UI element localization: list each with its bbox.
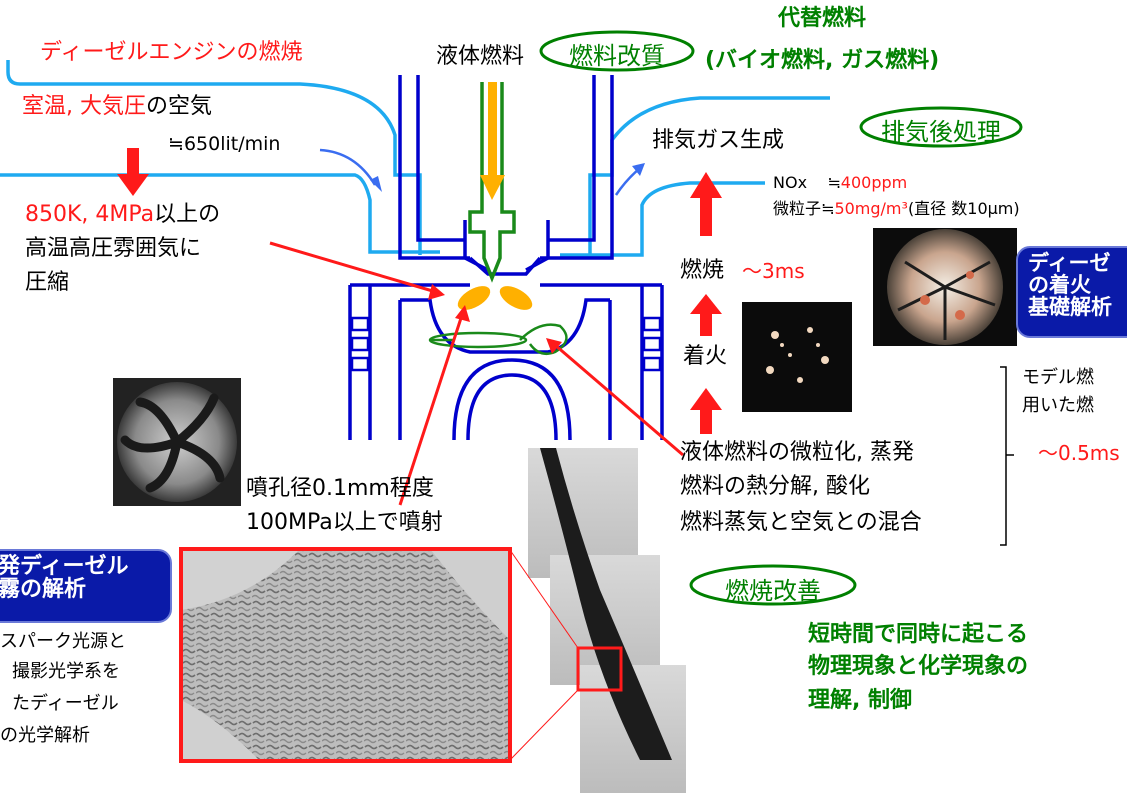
piston-rings: [350, 316, 662, 372]
engine-outline: [348, 75, 664, 441]
left-desc-line1: スパーク光源と: [0, 631, 126, 652]
spray-jet-photo: [509, 448, 686, 793]
compress-arrow: [269, 241, 437, 294]
badge-left-line1: 発ディーゼル: [0, 554, 129, 579]
exhaust-treatment-oval: [859, 106, 1023, 148]
air-intake-line-top: [6, 60, 422, 255]
nozzle-arrow: [398, 314, 464, 506]
exhaust-gas-label: 排気ガス生成: [652, 128, 785, 153]
nox-label: NOx: [773, 173, 808, 192]
spray-left: [457, 286, 491, 310]
spray-right: [499, 286, 533, 310]
air-line-red: 室温, 大気圧: [22, 94, 146, 119]
liquid-fuel-label: 液体燃料: [436, 44, 525, 69]
fuel-injector: [468, 82, 516, 283]
process-line3: 燃料蒸気と空気との混合: [680, 510, 922, 535]
nox-approx: ≒: [827, 173, 841, 192]
model-line2: 用いた燃: [1022, 395, 1094, 416]
compress-line2: 高温高圧雰囲気に: [25, 236, 202, 261]
nozzle-line1: 噴孔径0.1mm程度: [246, 476, 434, 501]
intake-air-arrow: [319, 148, 377, 186]
diesel-combustion-title: ディーゼルエンジンの燃焼: [40, 40, 303, 65]
process-arrow: [554, 343, 684, 457]
pm-label: 微粒子≒: [773, 199, 835, 218]
badge-right-line1: ディーゼ: [1028, 251, 1111, 275]
ignition-label: 着火: [683, 344, 728, 369]
goal-line3: 理解, 制御: [808, 688, 913, 713]
pm-value: 50mg/m³: [834, 199, 908, 218]
goal-line1: 短時間で同時に起こる: [808, 622, 1029, 647]
combustion-improvement-label: 燃焼改善: [725, 577, 821, 605]
model-line1: モデル燃: [1022, 367, 1094, 388]
spray-analysis-badge: 発ディーゼル 霧の解析: [0, 549, 172, 623]
fuel-reforming-oval: [539, 30, 695, 72]
left-desc-line2: 撮影光学系を: [12, 661, 120, 682]
process-line1: 液体燃料の微粒化, 蒸発: [680, 440, 914, 465]
combustion-time: 〜3ms: [742, 259, 805, 283]
nozzle-photo: [113, 378, 241, 506]
air-line-black: の空気: [146, 94, 213, 119]
exhaust-air-arrow: [614, 167, 641, 196]
left-desc-line3: たディーゼル: [12, 693, 119, 714]
nox-line: NOx ≒400ppm: [773, 173, 908, 192]
combustion-photo: [873, 228, 1017, 346]
combustion-label: 燃焼: [680, 258, 725, 283]
air-intake-line-bottom: [0, 173, 440, 254]
badge-right-line3: 基礎解析: [1028, 295, 1112, 320]
nozzle-line2: 100MPa以上で噴射: [246, 510, 443, 535]
pm-line: 微粒子≒50mg/m³(直径 数10μm): [773, 199, 1020, 218]
fuel-arrow: [488, 82, 497, 177]
exhaust-treatment-label: 排気後処理: [881, 118, 1001, 146]
ignition-analysis-badge: ディーゼ の着火 基礎解析: [1016, 246, 1127, 338]
process-line2: 燃料の熱分解, 酸化: [680, 474, 870, 499]
ignition-photo: [742, 302, 852, 412]
fuel-reforming-label: 燃料改質: [569, 42, 665, 70]
badge-left-line2: 霧の解析: [0, 577, 87, 603]
goal-line2: 物理現象と化学現象の: [808, 654, 1029, 679]
swirl-flow: [428, 323, 568, 355]
left-desc-line4: の光学解析: [0, 725, 90, 746]
process-bracket: [1000, 366, 1007, 546]
spray-microscope-photo: [179, 547, 512, 763]
nox-value: 400ppm: [840, 173, 908, 192]
pm-note: (直径 数10μm): [907, 199, 1020, 218]
air-flow-label: ≒650lit/min: [168, 133, 281, 155]
compress-line1: 850K, 4MPa以上の: [25, 202, 220, 227]
stage-arrows: [117, 148, 722, 434]
compress-line3: 圧縮: [25, 270, 70, 295]
air-line: 室温, 大気圧の空気: [22, 94, 212, 119]
compress-black: 以上の: [154, 202, 221, 227]
badge-right-line2: の着火: [1028, 273, 1091, 298]
alt-fuel-title: 代替燃料: [778, 6, 867, 31]
combustion-improvement-oval: [689, 564, 857, 606]
air-exhaust-line-mid: [560, 181, 765, 257]
model-time: 〜0.5ms: [1038, 441, 1120, 465]
compress-red: 850K, 4MPa: [25, 202, 155, 227]
alt-fuel-sub: (バイオ燃料, ガス燃料): [705, 48, 940, 73]
